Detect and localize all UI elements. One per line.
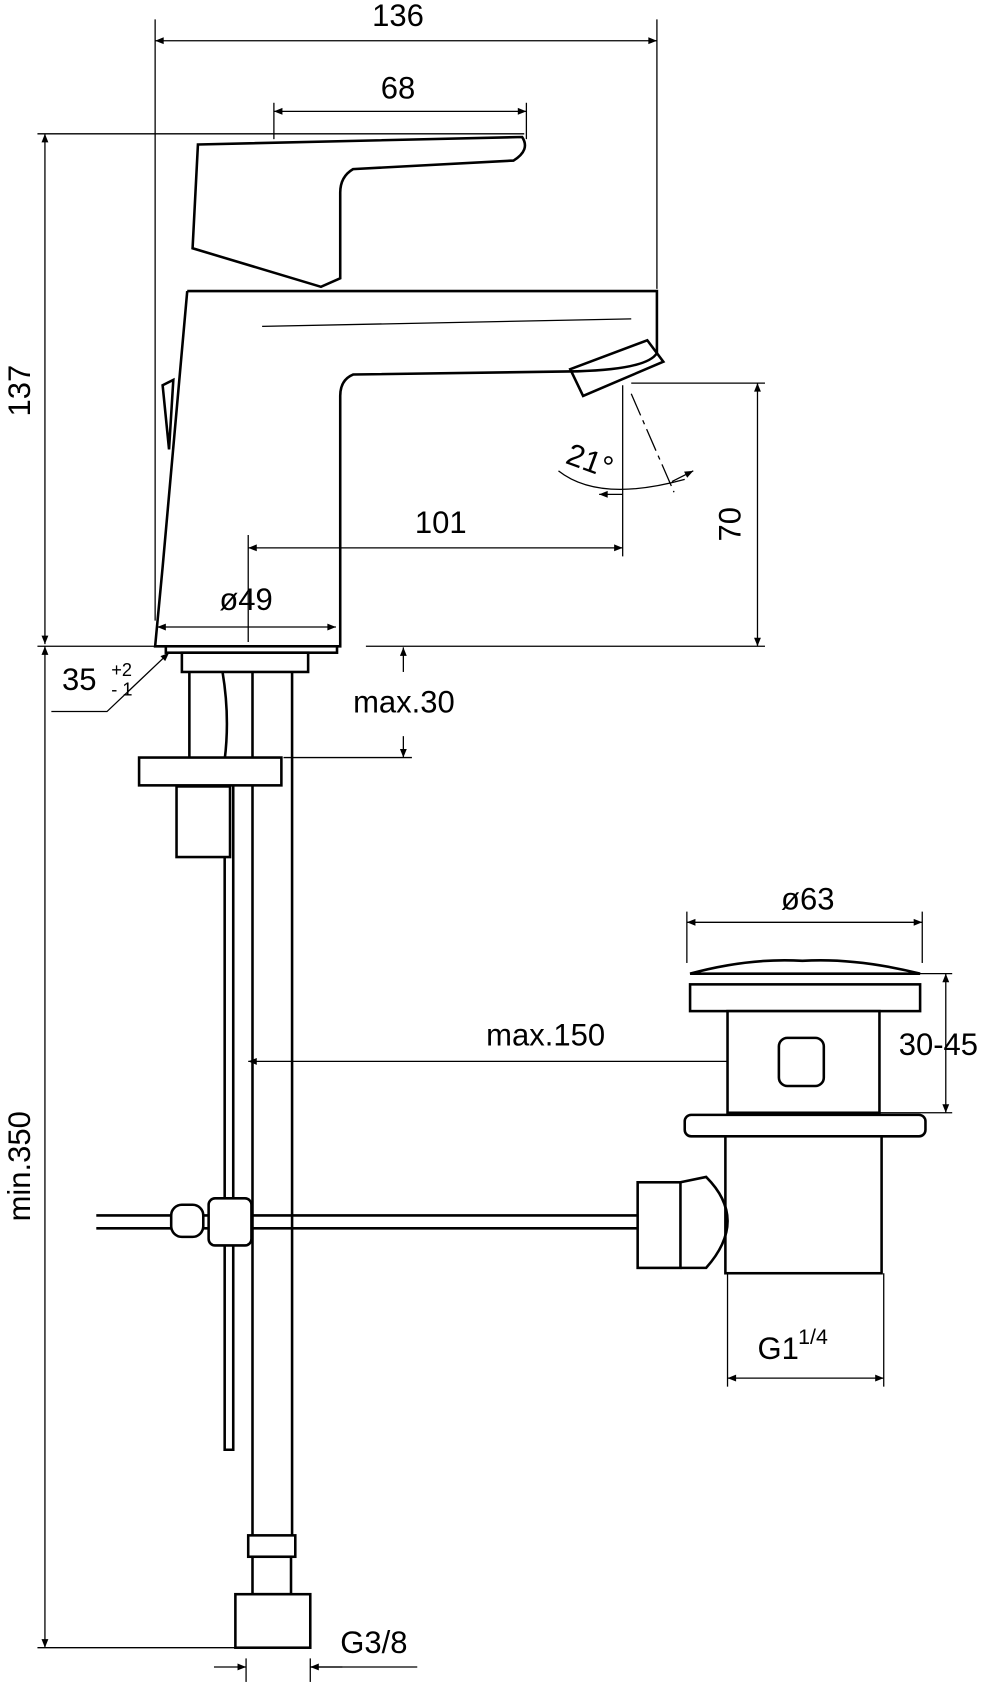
dim-supply-thread: G3/8 <box>340 1625 407 1660</box>
dim-overall-width: 136 <box>372 0 424 33</box>
dim-hole-tol-plus: +2 <box>111 660 132 680</box>
dimension-labels: 136 68 137 101 70 21° ø49 35 +2 - 1 max.… <box>2 0 978 1660</box>
dim-waste-thread-frac: 1/4 <box>798 1325 828 1349</box>
dim-height: 137 <box>2 365 37 417</box>
dim-lever-length: 68 <box>381 70 416 105</box>
dim-base-diameter: ø49 <box>219 582 272 617</box>
pop-up-waste <box>96 959 927 1275</box>
dim-hole-diameter: 35 <box>62 662 97 697</box>
dim-hose-length: min.350 <box>2 1111 37 1221</box>
dim-hole-tol-minus: - 1 <box>111 679 132 699</box>
dim-rod-distance: max.150 <box>486 1017 605 1052</box>
dim-waste-thread: G1 <box>757 1331 798 1366</box>
dim-deck-thickness: max.30 <box>353 685 455 720</box>
tap-body <box>137 135 666 1649</box>
dimension-lines <box>37 19 953 1682</box>
dim-waste-range: 30-45 <box>899 1027 978 1062</box>
dim-spout-height: 70 <box>712 507 747 542</box>
dim-spout-reach: 101 <box>415 505 467 540</box>
dim-waste-diameter: ø63 <box>781 881 834 916</box>
